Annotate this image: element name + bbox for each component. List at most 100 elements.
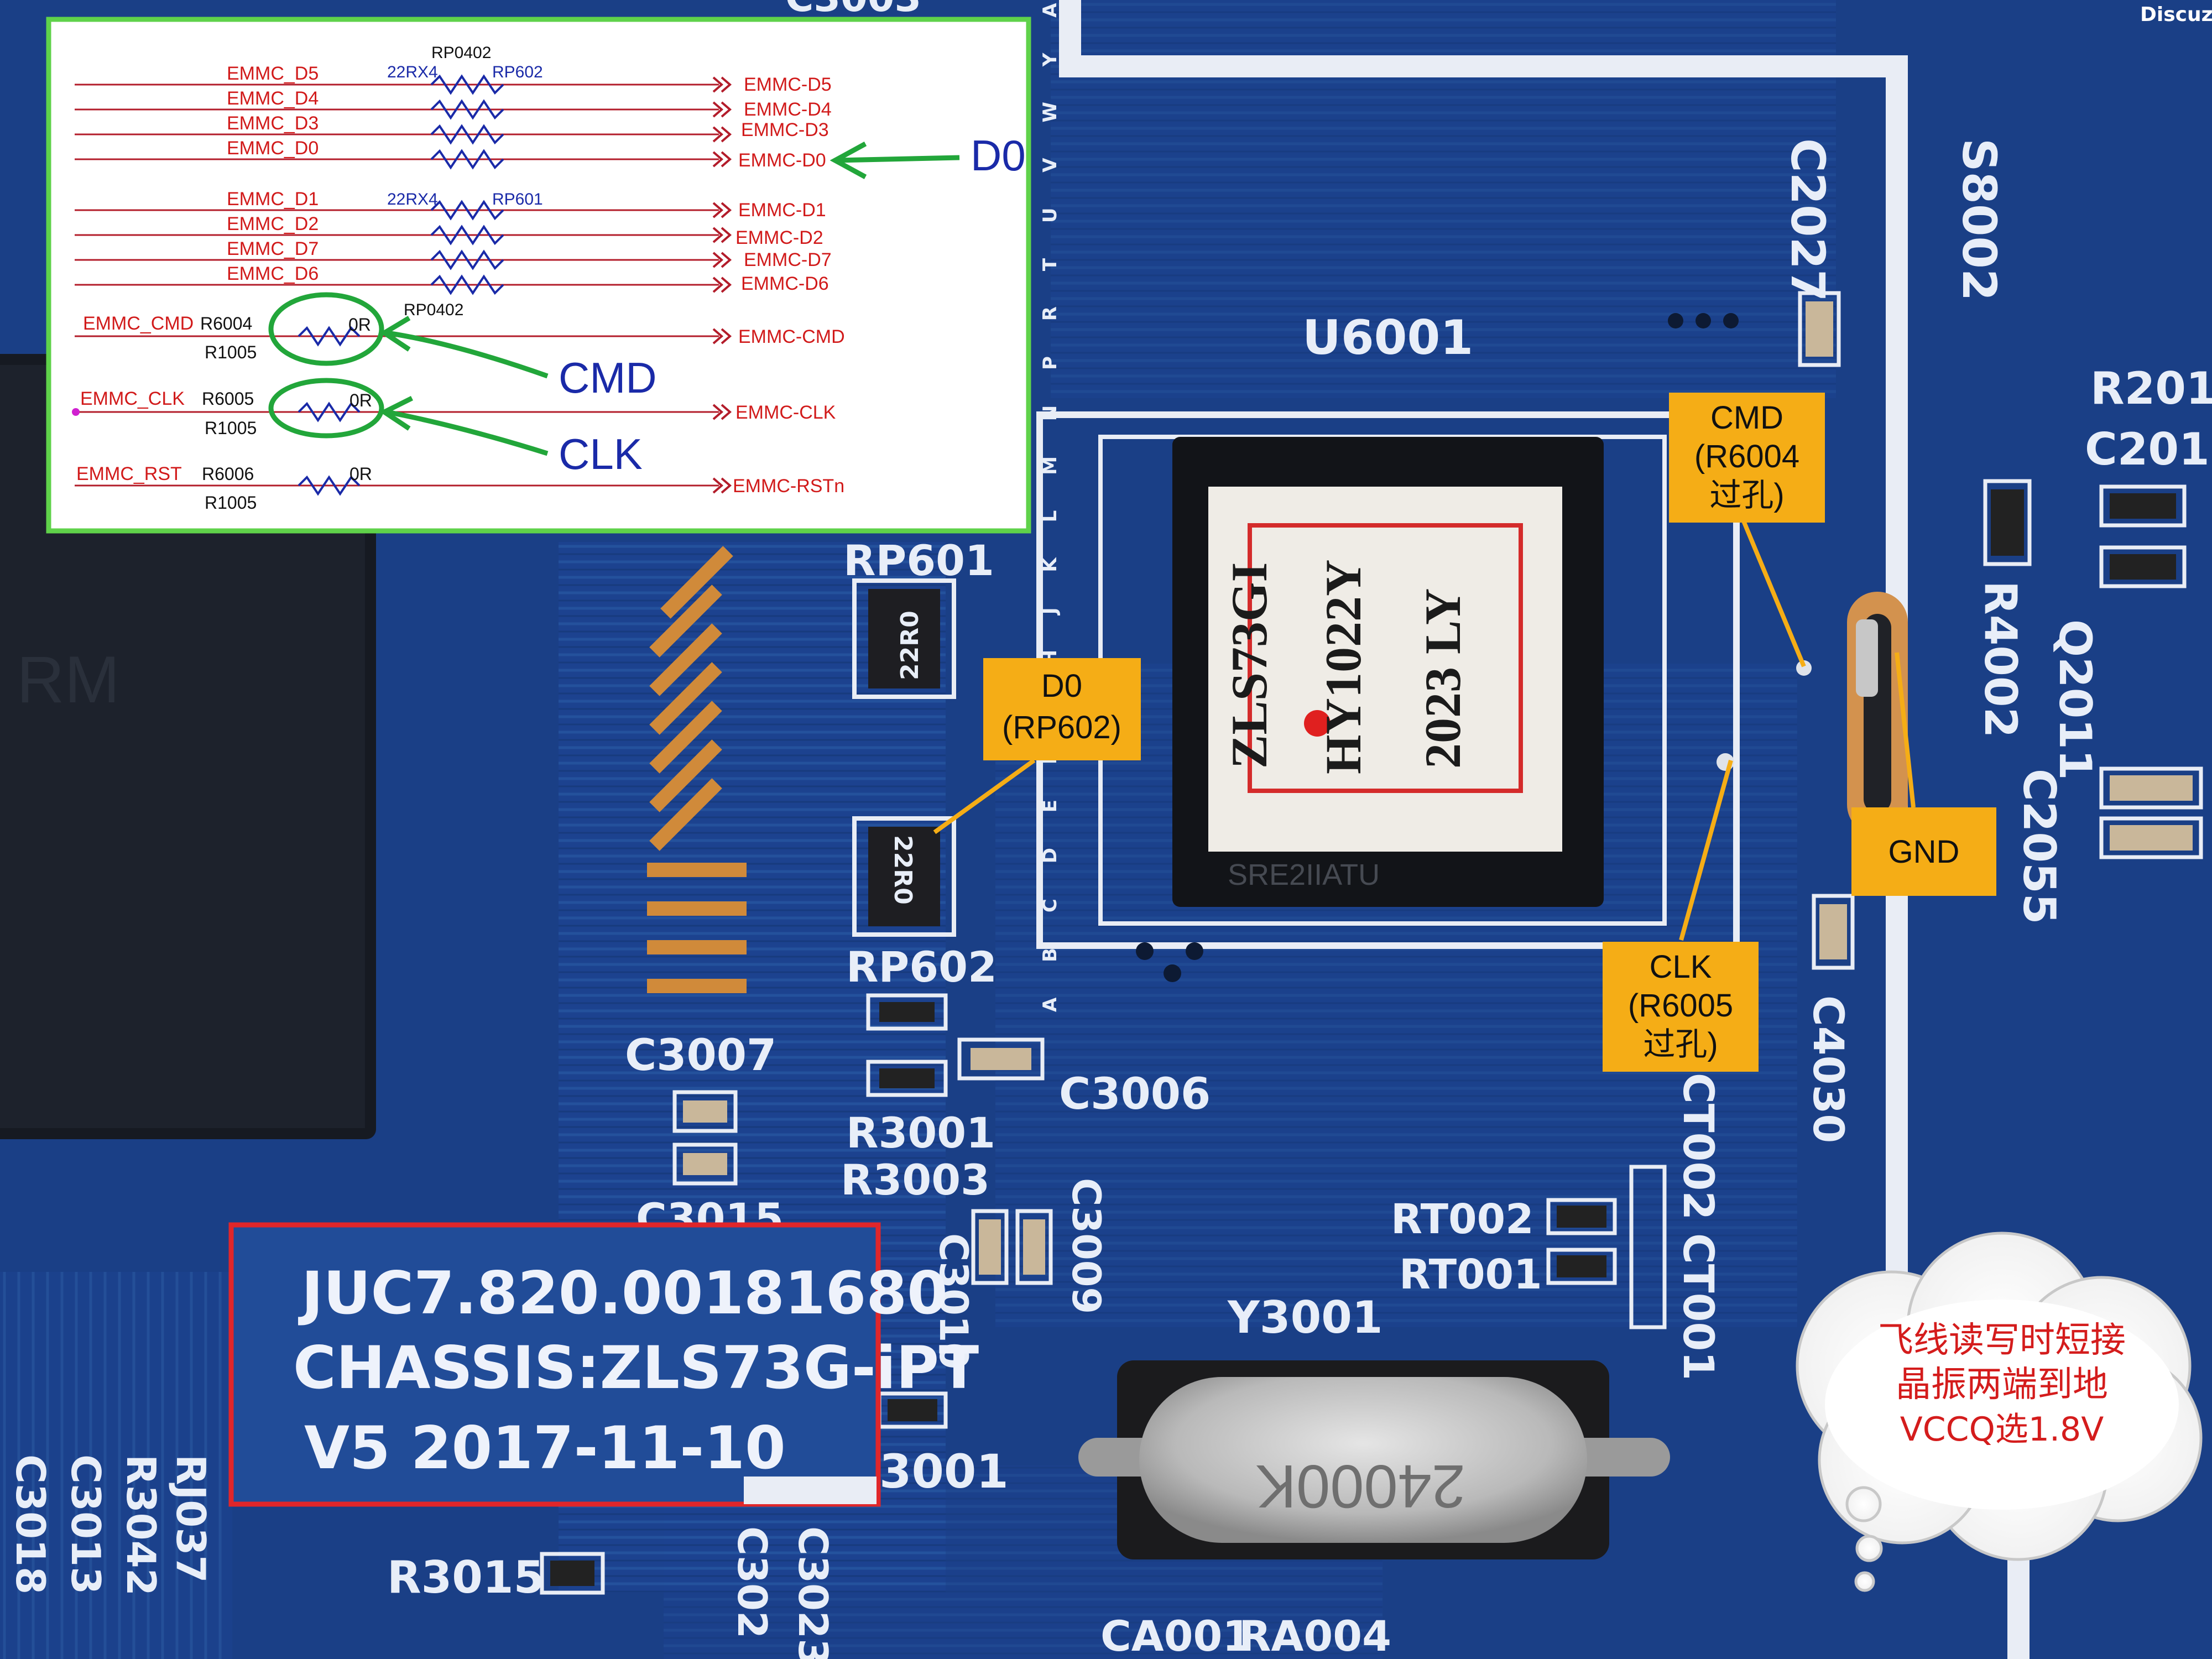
chip-ref-label: U6001 [1302,310,1473,366]
ball-row-letters: A B C D E F G H J K L M N P R T U V W Y … [1039,0,1061,1012]
svg-text:RT002: RT002 [1391,1196,1534,1243]
annot-cmd: CMD [559,353,657,402]
callout-gnd: GND [1851,807,1996,896]
callout-leaders [933,516,1916,941]
svg-text:EMMC_RST: EMMC_RST [76,463,182,484]
svg-text:RA004: RA004 [1239,1611,1391,1659]
svg-text:CLK: CLK [1650,949,1712,985]
svg-text:CT002: CT002 [1674,1073,1723,1220]
svg-text:22R0: 22R0 [896,611,924,680]
svg-text:C302: C302 [729,1526,775,1639]
svg-text:CA001: CA001 [1100,1611,1251,1659]
svg-text:22R0: 22R0 [889,835,917,905]
svg-text:R6004: R6004 [200,314,252,333]
svg-text:0R: 0R [349,390,372,410]
svg-text:GND: GND [1888,834,1960,870]
svg-text:(R6004: (R6004 [1694,439,1799,474]
label-y3001: Y3001 [1227,1292,1383,1343]
svg-text:EMMC_D4: EMMC_D4 [227,88,319,109]
svg-text:VCCQ选1.8V: VCCQ选1.8V [1900,1410,2104,1449]
annot-clk: CLK [559,430,643,478]
schematic-panel: EMMC_D5 EMMC_D4 EMMC_D3 EMMC_D0 EMMC-D5 … [46,17,1031,534]
callout-d0: D0 (RP602) [983,658,1141,760]
svg-text:S8002: S8002 [1952,138,2006,301]
svg-text:RP601: RP601 [492,190,543,208]
chip-marking-1: ZLS73GI [1221,562,1277,769]
svg-text:EMMC_CLK: EMMC_CLK [80,388,185,409]
svg-text:晶振两端到地: 晶振两端到地 [1896,1364,2108,1405]
resistor-pack-rp601: 22R0 [852,578,956,699]
svg-text:EMMC_D6: EMMC_D6 [227,263,319,284]
watermark: Discuz! [2140,3,2212,26]
svg-text:22RX4: 22RX4 [387,190,438,208]
svg-text:EMMC-D1: EMMC-D1 [738,200,826,221]
svg-text:EMMC_D0: EMMC_D0 [227,138,319,159]
svg-text:(R6005: (R6005 [1628,988,1733,1024]
svg-text:过孔): 过孔) [1643,1026,1718,1062]
svg-text:EMMC-D3: EMMC-D3 [741,119,829,140]
svg-text:22RX4: 22RX4 [387,63,438,81]
svg-text:EMMC_D7: EMMC_D7 [227,238,319,259]
crystal-y3001: 24000K [1078,1360,1670,1559]
svg-text:EMMC-CLK: EMMC-CLK [735,402,836,423]
board-model-number: JUC7.820.00181680 [298,1259,948,1327]
svg-text:C2027: C2027 [1781,138,1835,301]
svg-text:EMMC_D2: EMMC_D2 [227,213,319,234]
svg-text:C3007: C3007 [625,1031,776,1081]
svg-text:EMMC_D3: EMMC_D3 [227,113,319,134]
label-rp601: RP601 [843,536,994,585]
board-chassis: CHASSIS:ZLS73G-iPT [293,1334,979,1402]
svg-text:0R: 0R [349,464,372,484]
vias [1136,313,1812,982]
svg-text:EMMC-D2: EMMC-D2 [735,227,823,248]
svg-text:C3006: C3006 [1059,1070,1211,1119]
svg-text:C3018: C3018 [7,1454,54,1594]
note-cloud: 飞线读写时短接 晶振两端到地 VCCQ选1.8V [1796,1232,2203,1592]
pin1-dot [1304,710,1331,737]
gold-pads [647,546,747,993]
svg-text:R1005: R1005 [205,342,257,362]
svg-text:C4030: C4030 [1804,995,1853,1143]
svg-text:RP0402: RP0402 [404,301,463,319]
svg-text:过孔): 过孔) [1709,477,1784,513]
svg-text:C3013: C3013 [62,1454,109,1594]
svg-text:RJ037: RJ037 [168,1454,214,1583]
svg-text:RP0402: RP0402 [431,44,491,62]
svg-text:CT001: CT001 [1674,1233,1723,1380]
svg-text:C3009: C3009 [1063,1178,1109,1314]
svg-text:EMMC-D5: EMMC-D5 [744,74,832,95]
svg-text:RP602: RP602 [492,63,543,81]
resistor-pack-rp602: 22R0 [852,816,956,937]
annot-d0: D0 [971,131,1026,180]
svg-text:CMD: CMD [1710,400,1783,436]
svg-text:R3003: R3003 [841,1155,990,1204]
svg-text:C2018: C2018 [2085,424,2212,475]
callout-cmd: CMD (R6004 过孔) [1669,393,1825,523]
svg-text:R4002: R4002 [1975,581,2026,738]
svg-text:EMMC-CMD: EMMC-CMD [738,326,845,347]
smd-parts [540,291,2203,1595]
label-rp602: RP602 [846,942,997,992]
svg-text:R6005: R6005 [202,389,254,409]
svg-text:0R: 0R [348,315,371,335]
svg-text:C3023: C3023 [790,1526,836,1659]
svg-text:R1005: R1005 [205,493,257,513]
svg-text:EMMC-D0: EMMC-D0 [738,150,826,171]
svg-text:R6006: R6006 [202,464,254,484]
chip-marking-3: 2023 LY [1415,588,1471,769]
chip-bottom-text: SRE2IIATU [1228,858,1380,891]
svg-text:RT001: RT001 [1399,1251,1542,1298]
svg-text:EMMC-RSTn: EMMC-RSTn [733,476,844,497]
chip-marking-2: HY1022Y [1315,560,1371,774]
crystal-marking: 24000K [1256,1452,1465,1520]
svg-text:Q2011: Q2011 [2049,619,2101,780]
svg-text:D0: D0 [1041,668,1082,704]
svg-text:R2017: R2017 [2090,363,2212,414]
svg-text:R1005: R1005 [205,418,257,438]
svg-text:EMMC-D7: EMMC-D7 [744,249,832,270]
svg-text:EMMC-D4: EMMC-D4 [744,99,832,120]
svg-text:飞线读写时短接: 飞线读写时短接 [1878,1320,2126,1361]
svg-text:EMMC_CMD: EMMC_CMD [83,313,194,334]
svg-text:R3015: R3015 [387,1552,544,1603]
